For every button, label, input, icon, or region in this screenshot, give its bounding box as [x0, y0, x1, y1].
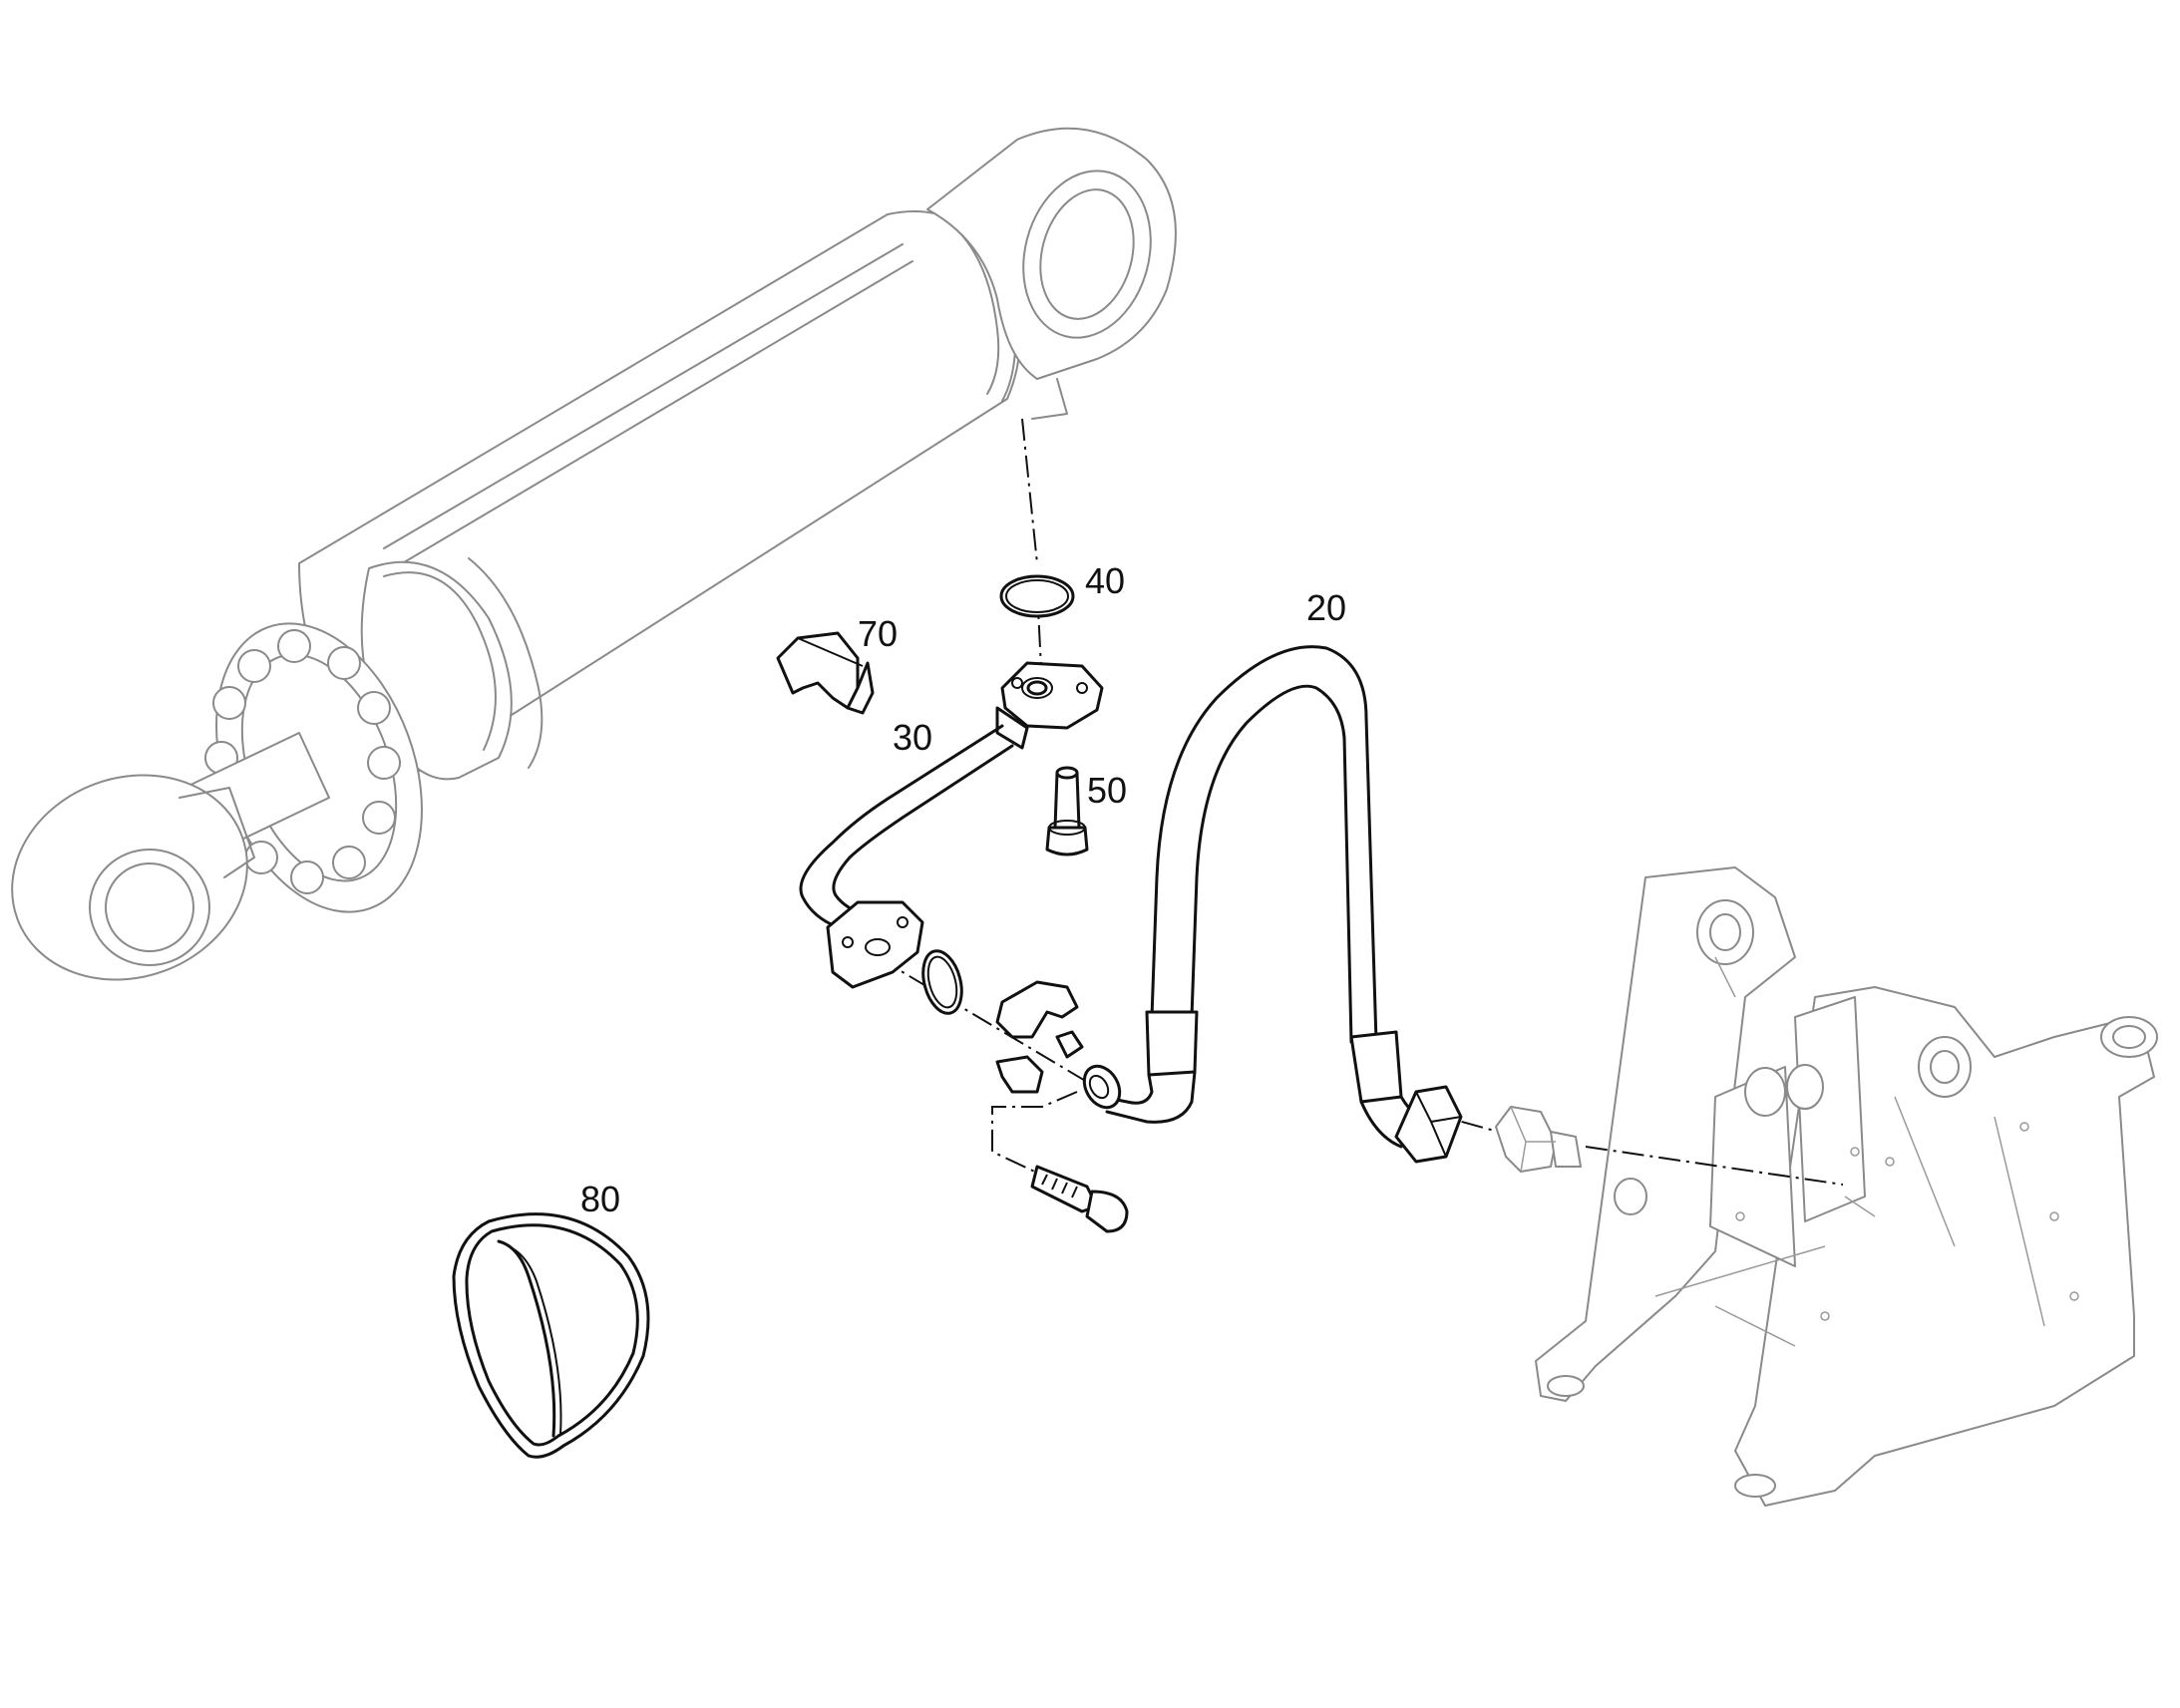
sleeve-80	[452, 1212, 650, 1459]
cylinder-clevis	[926, 127, 1177, 380]
o-ring-40	[999, 574, 1075, 618]
clamp-70	[776, 631, 875, 715]
tube-30	[799, 661, 1104, 989]
lower-flange	[826, 900, 924, 989]
callout-30: 30	[893, 717, 932, 758]
callout-40: 40	[1085, 560, 1125, 601]
hose-hex-nut	[1394, 1085, 1463, 1164]
callout-80: 80	[580, 1179, 620, 1219]
upper-flange	[1000, 661, 1104, 730]
callout-50: 50	[1087, 770, 1127, 811]
o-ring-lower	[921, 949, 963, 1015]
split-flange-halves	[995, 980, 1084, 1094]
callout-20: 20	[1306, 587, 1346, 628]
hose-20	[1082, 645, 1463, 1164]
hose-ferrule-right	[1349, 1030, 1403, 1104]
hydraulic-cylinder	[11, 127, 1177, 981]
loader-frame	[1535, 866, 2158, 1507]
cap-screw-50	[1045, 766, 1089, 856]
hose-ferrule-left	[1145, 1010, 1199, 1077]
callout-70: 70	[858, 613, 898, 654]
adapter-fitting	[1495, 1106, 1582, 1173]
flange-screw	[1030, 1165, 1129, 1233]
